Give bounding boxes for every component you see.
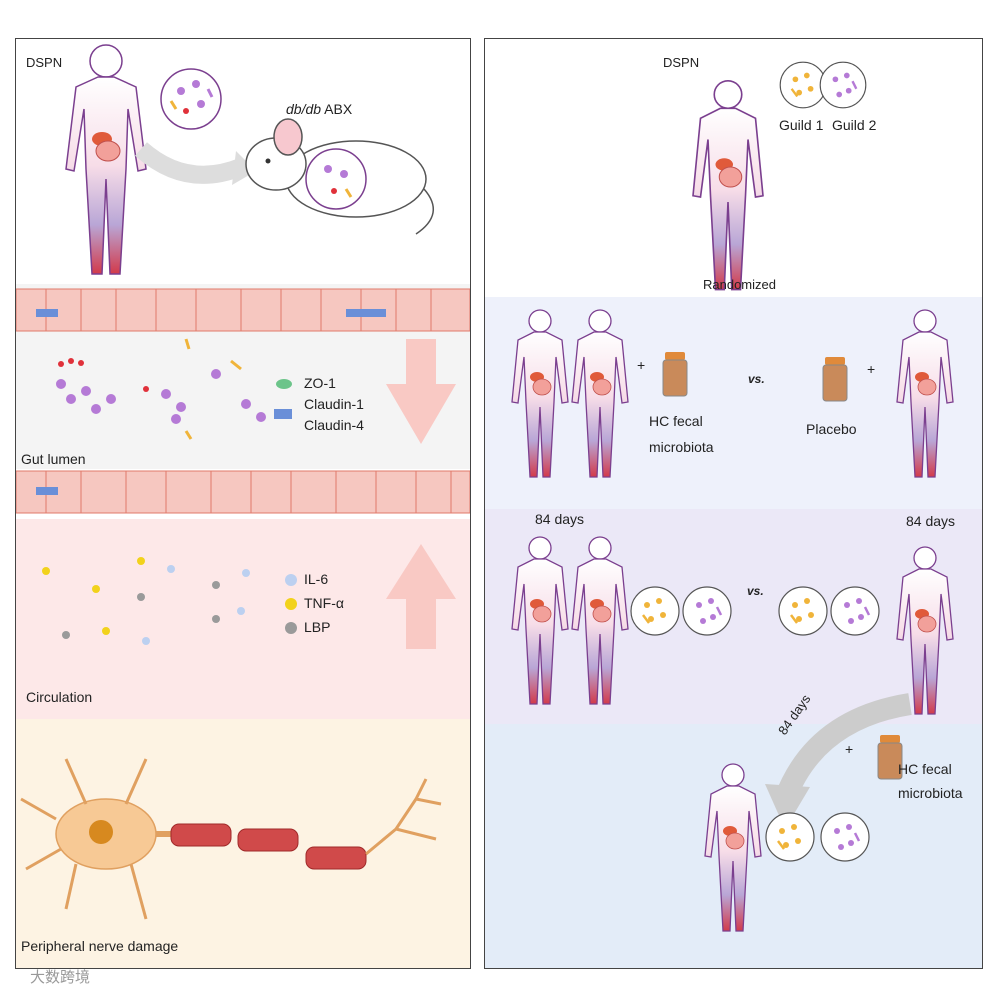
vs-label-row2: vs. [748,372,765,386]
guild1-circle [779,61,827,109]
microbiota-circle [160,68,222,130]
guild1-row4 [764,811,816,863]
gut-bacteria [56,338,292,440]
mouse-label-rest: ABX [321,101,353,117]
mouse-label: db/db ABX [286,101,352,117]
gut-lumen-label: Gut lumen [21,451,86,467]
right-panel: DSPN Guild 1 Guild 2 Randomized + vs. + … [484,38,983,969]
claudin4-label: Claudin-4 [304,417,364,433]
guild2-row3-b [829,585,881,637]
lbp-label: LBP [304,619,331,635]
vs-label-row3: vs. [747,584,764,598]
up-arrow [386,544,456,649]
zo1-label: ZO-1 [304,375,336,391]
guild1-row3-a [629,585,681,637]
randomized-label: Randomized [703,277,776,292]
person-row2-a [511,309,569,478]
crossover-arrow [774,693,912,804]
left-panel: DSPN db/db ABX Gut lumen ZO-1 Claudin-1 … [15,38,471,969]
person-row2-c [896,309,954,478]
circulation-zone [16,519,470,719]
person-row2-b [571,309,629,478]
hc-fecal-label-row2-l1: HC fecal [649,413,703,429]
epithelial-row-top [16,288,470,332]
plus-sign-row2-a: + [637,357,646,373]
circulation-label: Circulation [26,689,93,705]
plus-sign-row4: + [845,741,854,757]
hc-vial-row2 [662,351,688,397]
placebo-vial [822,356,848,402]
dspn-label-left: DSPN [26,55,63,70]
dspn-label-right: DSPN [663,55,700,70]
down-arrow [386,339,456,444]
watermark: 大数跨境 [30,969,91,986]
mouse-label-italic: db/db [286,101,322,117]
claudin1-label: Claudin-1 [304,396,364,412]
vs-text-row3: vs. [747,584,764,598]
neuron-illustration [20,758,442,920]
days-label-right: 84 days [906,513,956,529]
circulation-particles [42,557,297,645]
plus-sign-row2-b: + [867,361,876,377]
placebo-label: Placebo [806,421,857,437]
left-illustration [16,44,470,920]
guild1-row3-b [777,585,829,637]
dspn-person [692,79,764,291]
hc-fecal-label-row4-l1: HC fecal [898,761,952,777]
person-row3-b [571,536,629,705]
person-row3-c [896,546,954,715]
vs-text-row2: vs. [748,372,765,386]
hc-fecal-label-row4-l2: microbiota [898,785,963,801]
guild2-row4 [819,811,871,863]
guild2-circle [819,61,867,109]
guild1-label: Guild 1 [779,117,824,133]
tnf-label: TNF-α [304,595,344,611]
epithelial-row-bottom [16,470,470,514]
human-figure [65,44,147,275]
il6-label: IL-6 [304,571,329,587]
guild2-row3-a [681,585,733,637]
hc-fecal-label-row2-l2: microbiota [649,439,714,455]
person-row3-a [511,536,569,705]
days-label-left: 84 days [535,511,585,527]
person-row4 [704,763,762,932]
right-illustration [511,61,954,932]
mouse-illustration [245,118,434,235]
guild2-label: Guild 2 [832,117,877,133]
nerve-damage-label: Peripheral nerve damage [21,938,179,954]
